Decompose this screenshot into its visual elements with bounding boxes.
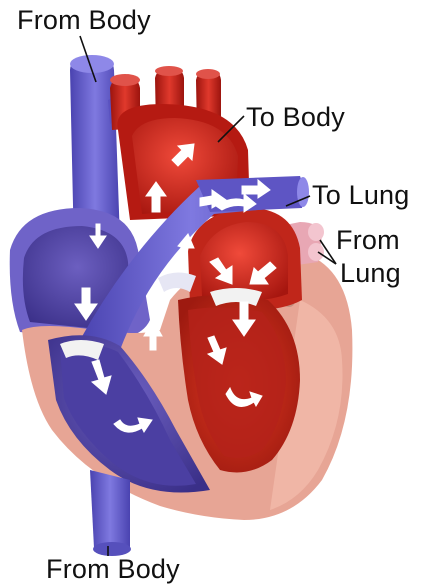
label-to-lung: To Lung [312, 181, 409, 209]
label-from-lung-line1: From [334, 226, 401, 254]
label-from-lung-line2: Lung [334, 259, 401, 287]
inferior-vena-cava [90, 470, 131, 556]
label-to-body: To Body [246, 103, 345, 131]
label-from-body-bottom: From Body [46, 555, 180, 583]
label-from-lung: From Lung [334, 226, 401, 287]
label-from-body-top: From Body [17, 6, 151, 34]
